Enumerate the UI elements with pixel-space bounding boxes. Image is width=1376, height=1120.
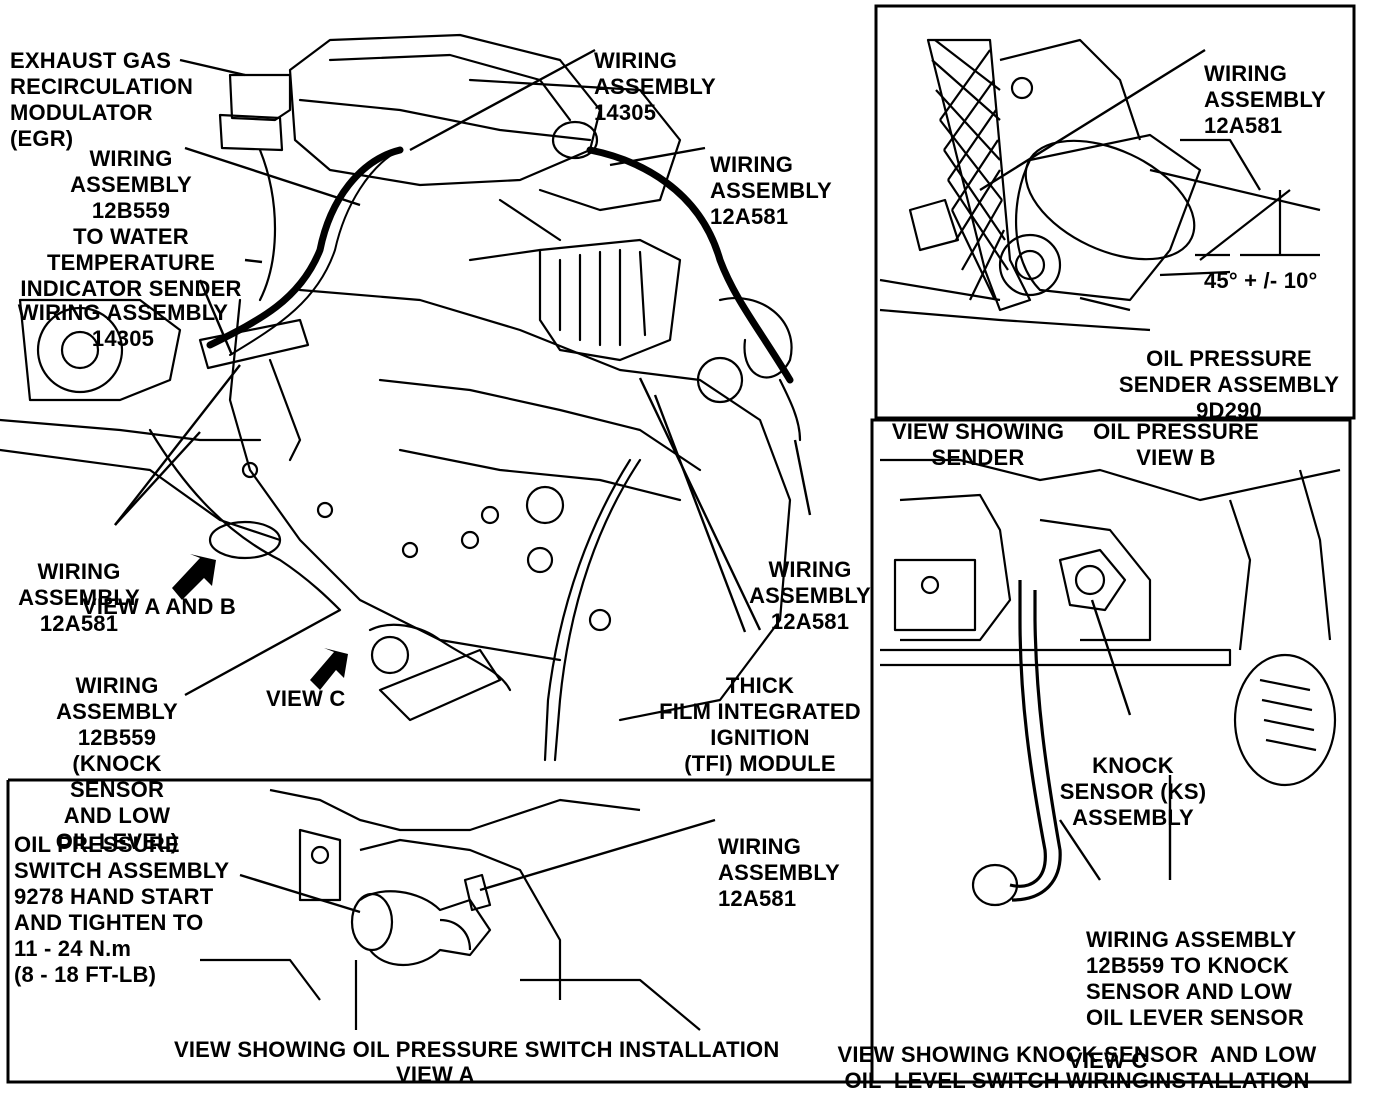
view-c-leaders [1059,599,1172,881]
view-arrows [172,554,348,690]
view-a-panel [6,778,872,1084]
view-a-leaders [239,818,716,914]
view-a-illustration [200,788,701,1031]
label-view-a-and-b: VIEW A AND B [82,594,236,619]
leader-lines [114,48,812,697]
view-c-arrow [310,648,348,690]
view-c-illustration [880,458,1341,907]
label-view-a-caption: VIEW SHOWING OIL PRESSURE SWITCH INSTALL… [174,1037,780,1062]
label-view-c-arrow: VIEW C [266,686,346,711]
label-view-a: VIEW A [396,1062,475,1087]
view-b-leaders [979,48,1206,312]
engine-diagram [0,4,1356,1084]
panel-borders [6,4,1356,1084]
label-view-c: VIEW C [1068,1048,1148,1073]
view-c-panel [870,418,1352,1084]
view-b-illustration [879,38,1321,332]
view-ab-arrow [172,554,216,600]
view-b-panel [874,4,1356,420]
label-view-b-angle: 45° + /- 10° [1204,268,1318,293]
main-engine-illustration [0,33,802,762]
